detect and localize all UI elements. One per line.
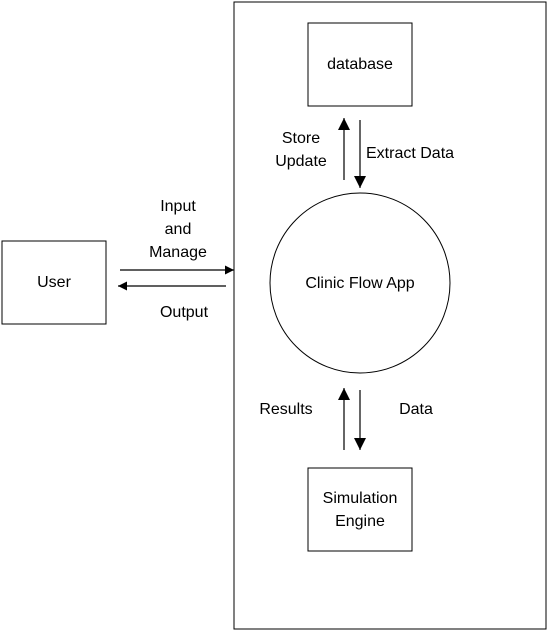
store-update-label: Store Update [275, 130, 327, 170]
extract-data-label: Extract Data [366, 145, 455, 162]
simulation-engine-label: Simulation Engine [322, 490, 398, 530]
output-label: Output [159, 304, 209, 321]
results-label: Results [259, 401, 313, 418]
data-label: Data [399, 401, 433, 418]
clinic-flow-app-label: Clinic Flow App [305, 275, 415, 292]
clinic-flow-app-circle [269, 192, 451, 374]
user-box [1, 240, 107, 325]
database-label: database [327, 56, 393, 73]
system-boundary [233, 1, 547, 630]
simulation-engine-box [307, 467, 413, 552]
input-and-manage-label: Input and Manage [149, 198, 207, 261]
database-box [307, 22, 413, 107]
user-label: User [37, 274, 71, 291]
